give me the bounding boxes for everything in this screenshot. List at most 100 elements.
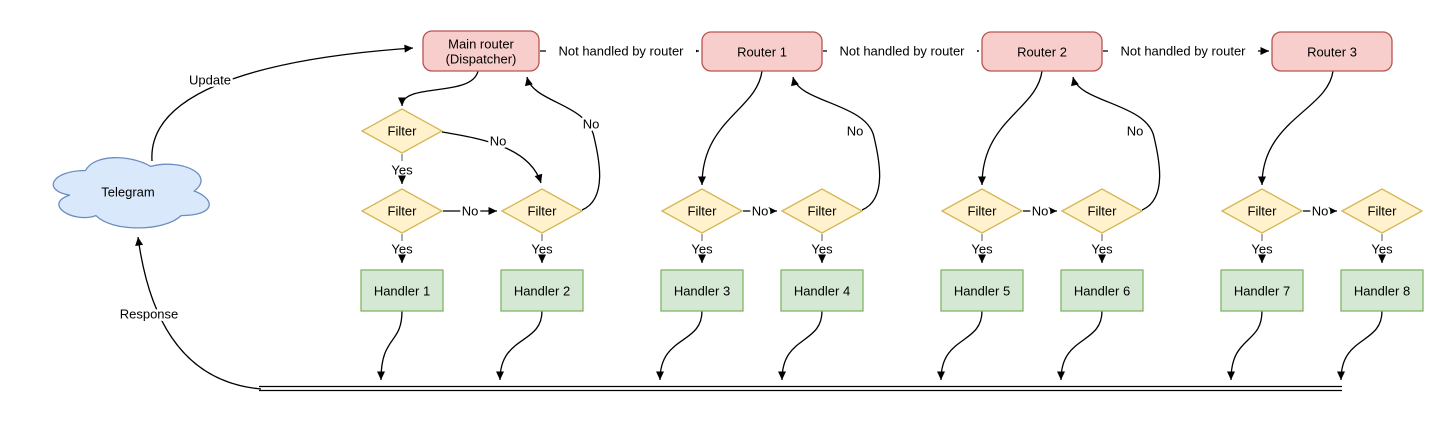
not-handled-label-3: Not handled by router xyxy=(1120,44,1246,59)
handler-box xyxy=(660,269,744,312)
filter-diamond xyxy=(940,188,1024,234)
telegram-cloud-node: Telegram xyxy=(52,156,210,229)
filter-label: Filter xyxy=(688,204,718,219)
router-1-label: Router 1 xyxy=(737,45,787,60)
filter-diamond xyxy=(360,108,444,154)
yes-connector-filter1: Yes xyxy=(389,154,416,184)
handler-node-2: Handler 2 xyxy=(500,269,584,312)
filter-node-7: Filter xyxy=(1060,188,1144,234)
edge-not-handled-3: Not handled by router xyxy=(1103,41,1269,61)
yes-label: Yes xyxy=(391,242,413,257)
edge-response: Response xyxy=(117,236,262,390)
edge-handler7-to-bus xyxy=(1227,310,1263,381)
edge-filter8-no-to-filter9: No xyxy=(1303,201,1337,221)
edge-dispatcher-to-filter1 xyxy=(398,70,479,107)
handler-node-4: Handler 4 xyxy=(780,269,864,312)
filter-label: Filter xyxy=(1368,204,1398,219)
filter-label: Filter xyxy=(1088,204,1118,219)
edge-router2-to-filter6 xyxy=(978,70,1043,186)
router-1-box xyxy=(701,31,823,72)
handler-node-5: Handler 5 xyxy=(940,269,1024,312)
not-handled-label-1: Not handled by router xyxy=(558,44,684,59)
edge-not-handled-2: Not handled by router xyxy=(823,41,979,61)
filter-node-3: Filter xyxy=(500,188,584,234)
response-bus-line xyxy=(259,385,1342,392)
yes-label: Yes xyxy=(811,242,833,257)
yes-label: Yes xyxy=(531,242,553,257)
router-3-box xyxy=(1271,31,1393,72)
filter-label: Filter xyxy=(388,204,418,219)
filter-diamond xyxy=(360,188,444,234)
edge-label-bg xyxy=(1108,43,1258,59)
no-label: No xyxy=(1312,204,1329,219)
yes-label: Yes xyxy=(1251,242,1273,257)
handler-box xyxy=(780,269,864,312)
handler-label: Handler 6 xyxy=(1074,284,1130,299)
edge-filter4-no-to-filter5: No xyxy=(743,201,777,221)
handler-label: Handler 7 xyxy=(1234,284,1290,299)
filter-node-1: Filter xyxy=(360,108,444,154)
edge-update: Update xyxy=(151,44,414,162)
router-2-box xyxy=(981,31,1103,72)
filter-node-5: Filter xyxy=(780,188,864,234)
handler-node-6: Handler 6 xyxy=(1060,269,1144,312)
no-label: No xyxy=(490,134,507,149)
handler-label: Handler 5 xyxy=(954,284,1010,299)
filter-label: Filter xyxy=(528,204,558,219)
edge-label-bg xyxy=(827,43,977,59)
edge-filter7-no-return-to-router2: No xyxy=(1071,76,1161,211)
filter-node-2: Filter xyxy=(360,188,444,234)
yes-connector-filter9: Yes xyxy=(1369,234,1396,263)
handler-label: Handler 3 xyxy=(674,284,730,299)
handler-node-1: Handler 1 xyxy=(360,269,444,312)
handler-label: Handler 1 xyxy=(374,284,430,299)
yes-connector-filter7: Yes xyxy=(1089,234,1116,263)
yes-label: Yes xyxy=(391,163,413,178)
filter-diamond xyxy=(500,188,584,234)
filter-label: Filter xyxy=(1248,204,1278,219)
handler-box xyxy=(1220,269,1304,312)
edge-filter2-no-to-filter3: No xyxy=(443,201,497,221)
filter-node-6: Filter xyxy=(940,188,1024,234)
no-label: No xyxy=(1127,124,1144,139)
filter-diamond xyxy=(1220,188,1304,234)
edge-label-bg xyxy=(546,43,696,59)
filter-diamond xyxy=(660,188,744,234)
handler-label: Handler 8 xyxy=(1354,284,1410,299)
filter-node-9: Filter xyxy=(1340,188,1424,234)
yes-connector-filter2: Yes xyxy=(389,234,416,263)
filter-diamond xyxy=(1060,188,1144,234)
main-router-label-line2: (Dispatcher) xyxy=(446,52,517,67)
no-label: No xyxy=(847,124,864,139)
handler-label: Handler 4 xyxy=(794,284,850,299)
handler-node-3: Handler 3 xyxy=(660,269,744,312)
yes-connector-filter6: Yes xyxy=(969,234,996,263)
filter-diamond xyxy=(1340,188,1424,234)
yes-connector-filter3: Yes xyxy=(529,234,556,263)
handler-node-7: Handler 7 xyxy=(1220,269,1304,312)
no-label: No xyxy=(1032,204,1049,219)
yes-connector-filter5: Yes xyxy=(809,234,836,263)
edge-handler8-to-bus xyxy=(1337,310,1383,381)
main-router-node: Main router (Dispatcher) xyxy=(422,30,540,72)
handler-box xyxy=(1340,269,1424,312)
handler-node-8: Handler 8 xyxy=(1340,269,1424,312)
not-handled-label-2: Not handled by router xyxy=(839,44,965,59)
edge-not-handled-1: Not handled by router xyxy=(540,41,699,61)
no-label: No xyxy=(752,204,769,219)
router-2-node: Router 2 xyxy=(981,31,1103,72)
handler-box xyxy=(940,269,1024,312)
main-router-label-line1: Main router xyxy=(448,37,514,52)
main-router-box xyxy=(422,30,540,72)
yes-label: Yes xyxy=(1371,242,1393,257)
update-label: Update xyxy=(189,73,231,88)
edge-handler3-to-bus xyxy=(656,310,703,381)
router-3-label: Router 3 xyxy=(1307,45,1357,60)
edge-filter3-no-return-to-dispatcher: No xyxy=(525,76,602,211)
filter-diamond xyxy=(780,188,864,234)
edge-handler6-to-bus xyxy=(1057,310,1103,381)
telegram-label: Telegram xyxy=(101,185,154,200)
cloud-shape xyxy=(52,156,210,229)
router-1-node: Router 1 xyxy=(701,31,823,72)
